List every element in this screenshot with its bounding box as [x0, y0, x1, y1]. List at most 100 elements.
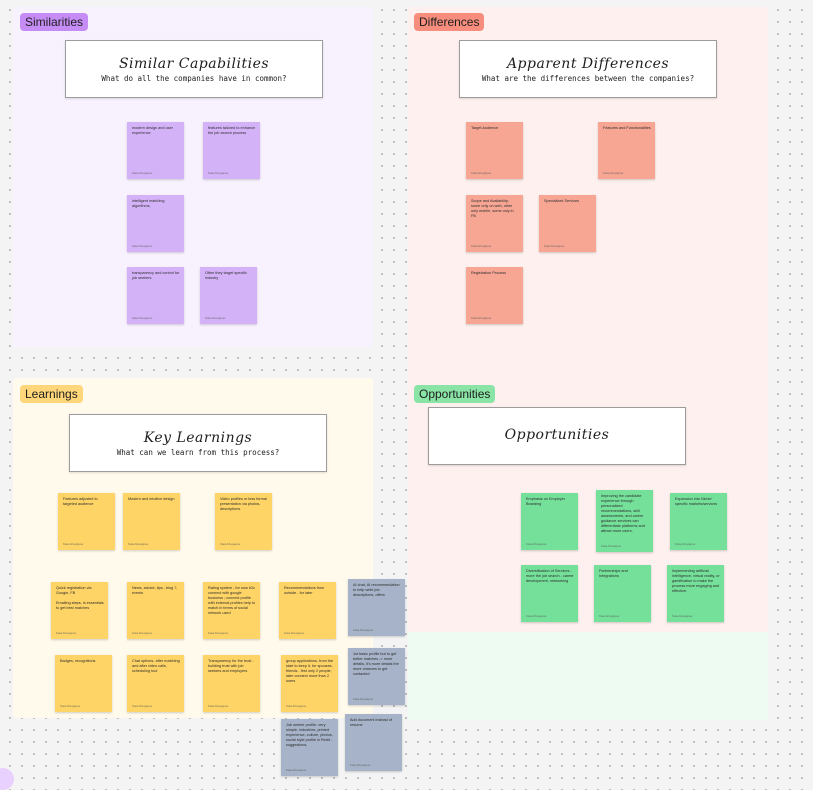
- note-text: Implementing artificial intelligence, vi…: [672, 569, 720, 593]
- note-author: Kaia Ahupapuu: [526, 542, 547, 546]
- note-author: Kaia Ahupapuu: [286, 768, 307, 772]
- sticky-note[interactable]: Video profiles or less formal presentati…: [215, 493, 272, 550]
- note-text: intelligent matching algorithms,: [132, 199, 165, 208]
- opportunities-title: Opportunities: [504, 427, 610, 443]
- note-author: Kaia Ahupapuu: [132, 244, 153, 248]
- note-author: Kaia Ahupapuu: [471, 171, 492, 175]
- note-author: Kaia Ahupapuu: [286, 704, 307, 708]
- note-text: Expansion into Niche/ specific markets/s…: [675, 497, 718, 506]
- sticky-note[interactable]: Diversification of Services - more the j…: [521, 565, 578, 622]
- note-text: Improving the candidate experience throu…: [601, 494, 645, 533]
- note-text: Scope and Availability- some only on web…: [471, 199, 514, 218]
- note-author: Kaia Ahupapuu: [128, 542, 149, 546]
- note-author: Kaia Ahupapuu: [471, 244, 492, 248]
- sticky-note[interactable]: Chat options- after matching and after v…: [127, 655, 184, 712]
- note-text: Quick registration via Google, FB Emaili…: [56, 586, 104, 610]
- sticky-note[interactable]: AI chat, AI recommendation to help write…: [348, 579, 405, 636]
- sticky-note[interactable]: 1st basic profile but to get better matc…: [348, 648, 405, 705]
- note-text: Diversification of Services - more the j…: [526, 569, 574, 583]
- note-text: Partnerships and Integrations: [599, 569, 628, 578]
- sticky-note[interactable]: Job seeker profile- very simple, industr…: [281, 719, 338, 776]
- note-text: News, advice, tips - blog ?, events: [132, 586, 178, 595]
- note-text: Video profiles or less formal presentati…: [220, 497, 267, 511]
- similarities-subtitle: What do all the companies have in common…: [101, 74, 287, 83]
- note-author: Kaia Ahupapuu: [56, 631, 77, 635]
- note-author: Kaia Ahupapuu: [353, 628, 374, 632]
- note-text: transparency and control for job seekers: [132, 271, 180, 280]
- note-author: Kaia Ahupapuu: [601, 544, 622, 548]
- note-text: Features and Functionalities: [603, 126, 651, 130]
- differences-header-card[interactable]: Apparent Differences What are the differ…: [459, 40, 717, 98]
- sticky-note[interactable]: Expansion into Niche/ specific markets/s…: [670, 493, 727, 550]
- sticky-note[interactable]: Rating system - for now b2c connect with…: [203, 582, 260, 639]
- note-author: Kaia Ahupapuu: [132, 631, 153, 635]
- note-text: Recommendations from outside - for later: [284, 586, 325, 595]
- similarities-title: Similar Capabilities: [118, 56, 270, 72]
- sticky-note[interactable]: group applications- from the start to ke…: [281, 655, 338, 712]
- similarities-tag[interactable]: Similarities: [20, 13, 89, 31]
- note-text: Modern and intuitive design: [128, 497, 175, 501]
- differences-title: Apparent Differences: [506, 56, 670, 72]
- learnings-subtitle: What can we learn from this process?: [116, 448, 280, 457]
- sticky-note[interactable]: features tailored to enhance the job sea…: [203, 122, 260, 179]
- note-text: Registration Process: [471, 271, 507, 275]
- note-author: Kaia Ahupapuu: [205, 316, 226, 320]
- learnings-header-card[interactable]: Key Learnings What can we learn from thi…: [69, 414, 327, 472]
- note-text: Often they target specific industry: [205, 271, 247, 280]
- sticky-note[interactable]: Recommendations from outside - for later…: [279, 582, 336, 639]
- note-author: Kaia Ahupapuu: [63, 542, 84, 546]
- note-text: Add document instead of resume: [350, 718, 393, 727]
- sticky-note[interactable]: transparency and control for job seekers…: [127, 267, 184, 324]
- opportunities-tag[interactable]: Opportunities: [414, 385, 496, 403]
- sticky-note[interactable]: Improving the candidate experience throu…: [596, 490, 653, 552]
- note-author: Kaia Ahupapuu: [599, 614, 620, 618]
- sticky-note[interactable]: Implementing artificial intelligence, vi…: [667, 565, 724, 622]
- sticky-note[interactable]: Transparency for the trust - building tr…: [203, 655, 260, 712]
- avatar[interactable]: [0, 768, 14, 790]
- note-author: Kaia Ahupapuu: [603, 171, 624, 175]
- sticky-note[interactable]: intelligent matching algorithms, Kaia Ahu…: [127, 195, 184, 252]
- note-text: Specialized Services: [544, 199, 580, 203]
- note-text: 1st basic profile but to get better matc…: [353, 652, 399, 676]
- note-author: Kaia Ahupapuu: [471, 316, 492, 320]
- differences-subtitle: What are the differences between the com…: [481, 74, 695, 83]
- note-author: Kaia Ahupapuu: [353, 697, 374, 701]
- note-text: AI chat, AI recommendation to help write…: [353, 583, 400, 597]
- sticky-note[interactable]: Quick registration via Google, FB Emaili…: [51, 582, 108, 639]
- note-author: Kaia Ahupapuu: [60, 704, 81, 708]
- learnings-tag[interactable]: Learnings: [20, 385, 83, 403]
- note-text: Emphasis on Employer Branding: [526, 497, 566, 506]
- note-text: Job seeker profile- very simple, industr…: [286, 723, 333, 747]
- note-author: Kaia Ahupapuu: [208, 171, 229, 175]
- sticky-note[interactable]: Scope and Availability- some only on web…: [466, 195, 523, 252]
- note-author: Kaia Ahupapuu: [208, 704, 229, 708]
- note-author: Kaia Ahupapuu: [132, 704, 153, 708]
- learnings-title: Key Learnings: [143, 430, 253, 446]
- note-author: Kaia Ahupapuu: [350, 763, 371, 767]
- differences-tag[interactable]: Differences: [414, 13, 485, 31]
- note-text: Badges, recognitions: [60, 659, 96, 663]
- similarities-header-card[interactable]: Similar Capabilities What do all the com…: [65, 40, 323, 98]
- note-author: Kaia Ahupapuu: [208, 631, 229, 635]
- note-text: Rating system - for now b2c connect with…: [208, 586, 256, 615]
- note-author: Kaia Ahupapuu: [675, 542, 696, 546]
- note-text: features tailored to enhance the job sea…: [208, 126, 256, 135]
- note-text: group applications- from the start to ke…: [286, 659, 334, 683]
- opportunities-header-card[interactable]: Opportunities: [428, 407, 686, 465]
- note-author: Kaia Ahupapuu: [672, 614, 693, 618]
- note-text: Target Audience: [471, 126, 499, 130]
- note-text: modern design and user experience: [132, 126, 173, 135]
